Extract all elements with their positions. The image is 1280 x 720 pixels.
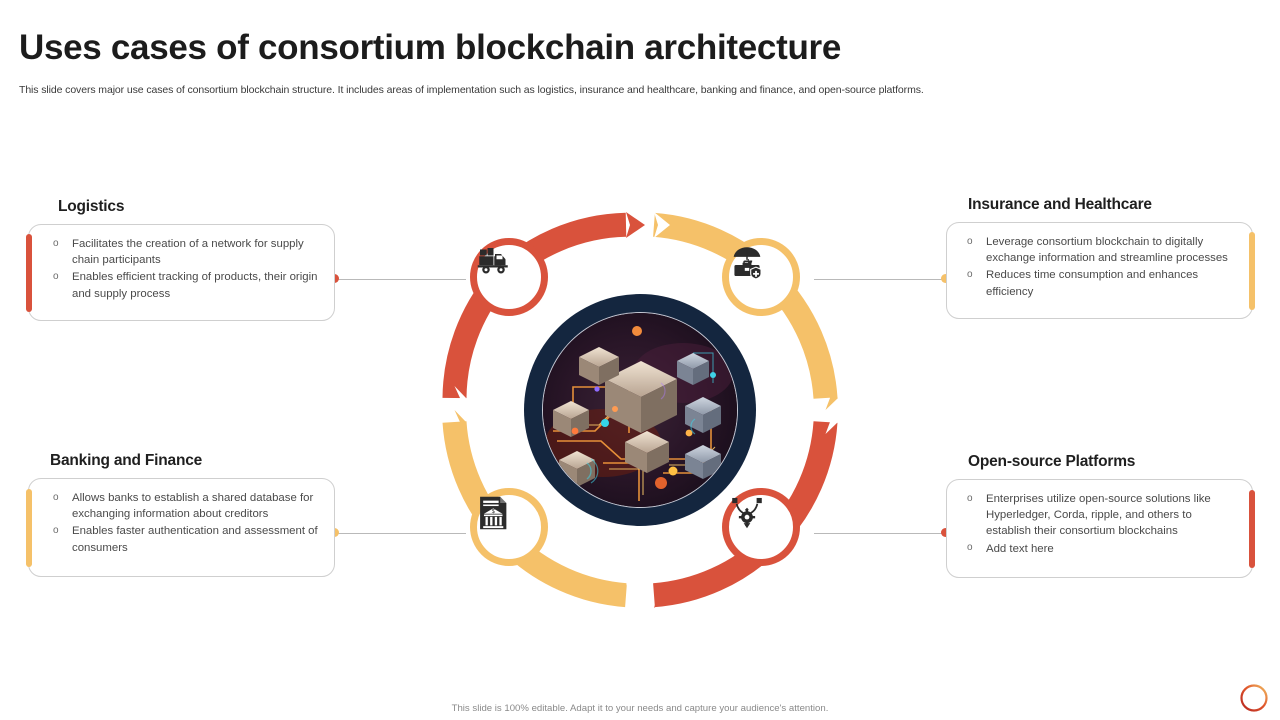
diagram-node-insurance[interactable] bbox=[722, 238, 800, 316]
card-heading-logistics: Logistics bbox=[58, 198, 125, 215]
delivery-truck-icon bbox=[477, 248, 508, 274]
list-item: Enables faster authentication and assess… bbox=[51, 523, 320, 555]
list-item: Leverage consortium blockchain to digita… bbox=[965, 233, 1232, 266]
list-item: Allows banks to establish a shared datab… bbox=[51, 489, 320, 522]
connector-line-logistics bbox=[336, 279, 466, 280]
connector-line-insurance bbox=[814, 279, 944, 280]
gear-fork-branch-icon bbox=[732, 497, 762, 529]
diagram-node-logistics[interactable] bbox=[470, 238, 548, 316]
page-subtitle: This slide covers major use cases of con… bbox=[19, 84, 924, 96]
circular-process-diagram: $ bbox=[430, 200, 850, 620]
list-item: Add text here bbox=[965, 540, 1232, 557]
iso-cube bbox=[625, 431, 669, 473]
page-title: Uses cases of consortium blockchain arch… bbox=[19, 28, 842, 67]
card-logistics[interactable]: Facilitates the creation of a network fo… bbox=[26, 224, 335, 321]
connector-dot-insurance bbox=[941, 274, 950, 283]
iso-cube bbox=[579, 347, 619, 385]
card-accent-bar-logistics bbox=[26, 233, 32, 312]
card-block-logistics: Logistics Facilitates the creation of a … bbox=[26, 198, 335, 321]
svg-text:$: $ bbox=[492, 509, 495, 515]
brand-logo-icon bbox=[1238, 682, 1270, 714]
diagram-node-opensource[interactable] bbox=[722, 488, 800, 566]
iso-cube bbox=[605, 361, 677, 433]
iso-cube bbox=[685, 445, 721, 479]
card-block-opensource: Open-source Platforms Enterprises utiliz… bbox=[946, 453, 1255, 578]
card-accent-bar-insurance bbox=[1249, 231, 1255, 310]
card-heading-opensource: Open-source Platforms bbox=[968, 453, 1136, 470]
bullet-list-insurance: Leverage consortium blockchain to digita… bbox=[965, 233, 1232, 300]
diagram-node-banking[interactable]: $ bbox=[470, 488, 548, 566]
iso-cube bbox=[677, 353, 709, 385]
footer-note: This slide is 100% editable. Adapt it to… bbox=[451, 703, 829, 714]
connector-dot-opensource bbox=[941, 528, 950, 537]
bullet-list-logistics: Facilitates the creation of a network fo… bbox=[51, 235, 320, 302]
list-item: Enables efficient tracking of products, … bbox=[51, 269, 320, 301]
list-item: Reduces time consumption and enhances ef… bbox=[965, 267, 1232, 299]
card-heading-banking: Banking and Finance bbox=[50, 452, 203, 469]
connector-line-opensource bbox=[814, 533, 944, 534]
card-block-insurance: Insurance and Healthcare Leverage consor… bbox=[946, 196, 1255, 319]
connector-line-banking bbox=[336, 533, 466, 534]
bank-document-icon: $ bbox=[480, 496, 507, 530]
umbrella-briefcase-health-icon bbox=[733, 247, 762, 279]
glow-nodes bbox=[571, 326, 716, 489]
iso-cube bbox=[553, 401, 589, 437]
blockchain-isometric-network-image bbox=[542, 312, 738, 508]
card-opensource[interactable]: Enterprises utilize open-source solution… bbox=[946, 479, 1255, 578]
card-insurance[interactable]: Leverage consortium blockchain to digita… bbox=[946, 222, 1255, 319]
bullet-list-opensource: Enterprises utilize open-source solution… bbox=[965, 491, 1232, 557]
card-banking[interactable]: Allows banks to establish a shared datab… bbox=[26, 478, 335, 577]
center-image-ring bbox=[524, 294, 756, 526]
list-item: Enterprises utilize open-source solution… bbox=[965, 491, 1232, 540]
card-accent-bar-banking bbox=[26, 488, 32, 567]
bullet-list-banking: Allows banks to establish a shared datab… bbox=[51, 489, 320, 556]
card-block-banking: Banking and Finance Allows banks to esta… bbox=[26, 452, 335, 577]
card-accent-bar-opensource bbox=[1249, 489, 1255, 568]
iso-cube bbox=[559, 451, 595, 487]
list-item: Facilitates the creation of a network fo… bbox=[51, 235, 320, 268]
card-heading-insurance: Insurance and Healthcare bbox=[968, 196, 1152, 213]
